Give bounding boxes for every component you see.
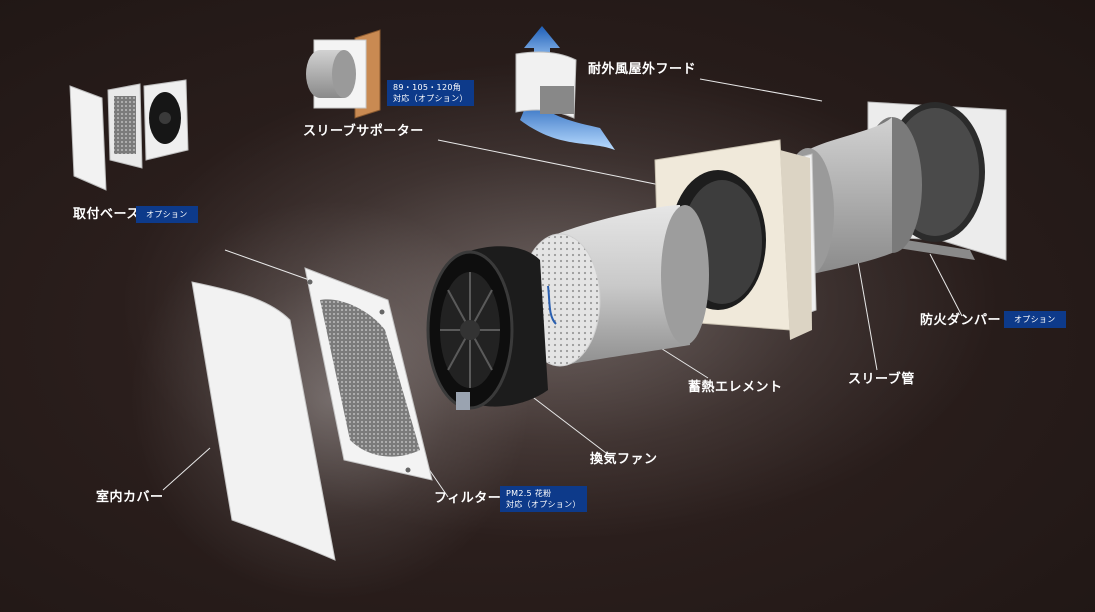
badge-filter-line1: PM2.5 花粉 [506,489,552,498]
badge-filter-option: PM2.5 花粉 対応（オプション） [500,486,587,512]
label-mount-base: 取付ベース [73,207,140,222]
badge-mount-option: オプション [136,206,198,223]
badge-damper-option: オプション [1004,311,1066,328]
badge-filter-line2: 対応（オプション） [506,500,581,509]
badge-sleeve-sizes-line1: 89・105・120角 [393,83,462,92]
label-indoor-cover: 室内カバー [96,490,164,505]
outdoor-hood-thumbnail [515,26,615,150]
label-fire-damper: 防火ダンパー [920,313,1002,328]
label-filter: フィルター [434,491,502,506]
indoor-cover-part [191,281,336,561]
filter-part [304,267,433,481]
label-sleeve-supporter: スリーブサポーター [303,124,424,139]
up-arrow-icon [524,26,560,70]
label-sleeve-pipe: スリーブ管 [848,372,915,387]
badge-sleeve-sizes-line2: 対応（オプション） [393,94,468,103]
ventilation-fan-part [426,246,548,410]
mount-base-thumbnail [69,79,189,191]
label-fan: 換気ファン [590,452,658,467]
badge-sleeve-sizes: 89・105・120角 対応（オプション） [387,80,474,106]
sleeve-supporter-thumbnail [306,29,381,119]
label-outdoor-hood: 耐外風屋外フード [588,62,697,77]
label-heat-element: 蓄熱エレメント [688,380,783,395]
